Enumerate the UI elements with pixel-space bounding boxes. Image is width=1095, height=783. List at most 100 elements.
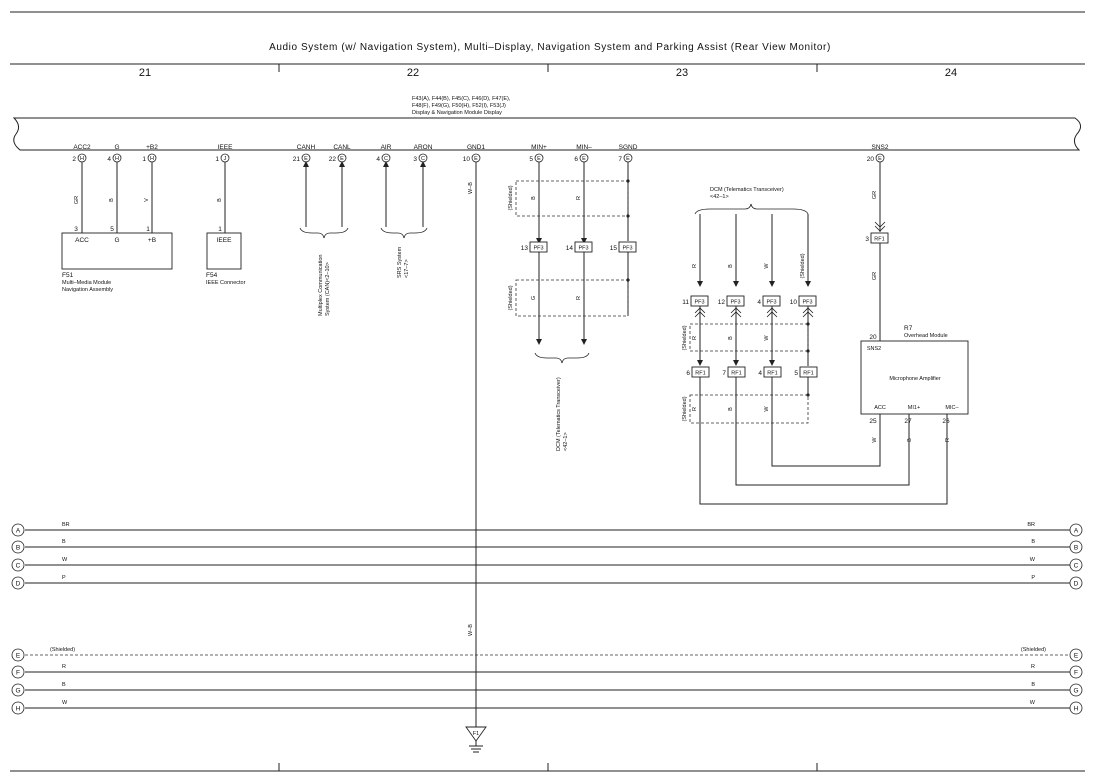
- arrow-pair: [730, 307, 742, 318]
- connector-letter: C: [421, 156, 425, 162]
- wire-color: (Shielded): [800, 253, 806, 278]
- bus-wire-color: R: [62, 664, 66, 670]
- pin-name: G: [114, 237, 119, 244]
- pin-name: SNS2: [872, 144, 889, 151]
- component-id: F51: [62, 272, 74, 279]
- bus-letter: F: [16, 670, 20, 677]
- column-number: 22: [407, 67, 419, 79]
- dcm-wire-columns: [697, 214, 811, 287]
- pin-name: MIN–: [576, 144, 592, 151]
- pin-number: 20: [867, 156, 875, 163]
- pin-number: 26: [942, 418, 950, 425]
- shield-label: (Shielded): [682, 396, 688, 421]
- splice-point: [626, 179, 630, 183]
- bus-wire-color: B: [62, 682, 66, 688]
- bus-wire-color: P: [62, 575, 66, 581]
- wire-color: B: [728, 407, 734, 411]
- pin-number: 13: [521, 245, 529, 252]
- column-number: 21: [139, 67, 151, 79]
- bus-letter: B: [16, 545, 20, 552]
- connector-letter: E: [878, 156, 882, 162]
- bus-terminal-circle: [11, 683, 25, 697]
- pin-number: 27: [904, 418, 912, 425]
- connector-letter: E: [474, 156, 478, 162]
- bus-terminal-circle: [11, 665, 25, 679]
- pin-number: 3: [865, 236, 869, 243]
- wire-color: B: [728, 336, 734, 340]
- dcm-bracket: [694, 203, 809, 215]
- component-name: IEEE Connector: [206, 280, 246, 286]
- wire-color: R: [692, 407, 698, 411]
- bus-letter: C: [16, 563, 21, 570]
- connector-letter: H: [80, 156, 84, 162]
- bus-terminal-circle: [1069, 683, 1083, 697]
- bus-wire-color: R: [1031, 664, 1035, 670]
- pin-name: CANL: [333, 144, 351, 151]
- junction-id: RF1: [803, 371, 813, 377]
- bus-wire-color: (Shielded): [50, 647, 75, 653]
- bus-wire-color: B: [62, 539, 66, 545]
- reference-label: System (CAN)<2–10>: [325, 262, 331, 316]
- column-number: 23: [676, 67, 688, 79]
- wire-color: B: [109, 198, 115, 202]
- connector-letter: E: [582, 156, 586, 162]
- pin-number: 11: [682, 299, 689, 306]
- arrow-pair: [766, 307, 778, 318]
- pin-number: 7: [618, 156, 622, 163]
- component-name: Overhead Module: [904, 333, 948, 339]
- pin-name: SGND: [619, 144, 638, 151]
- connector-letter: E: [626, 156, 630, 162]
- component-name: Navigation Assembly: [62, 287, 113, 293]
- pin-number: 21: [293, 156, 301, 163]
- junction-id: PF3: [730, 300, 740, 306]
- ground-label: F1: [473, 731, 479, 737]
- component-id: R7: [904, 325, 913, 332]
- pin-name: MIN+: [531, 144, 547, 151]
- shield-label: (Shielded): [682, 325, 688, 350]
- wire-color: B: [217, 198, 223, 202]
- bus-terminal-circle: [1069, 665, 1083, 679]
- bus-letter: D: [16, 581, 21, 588]
- wire-color: W–B: [468, 182, 474, 194]
- reference-label: DCM (Telematics Transceiver): [556, 377, 562, 451]
- bus-letter: E: [1074, 653, 1079, 660]
- pin-terminals: 2 H 4 H 1 H 1 J 21 E 22 E 4 C 3 C 10 E 5…: [72, 153, 885, 163]
- pin-name: +B2: [146, 144, 158, 151]
- wire-color: GR: [872, 272, 878, 280]
- bus-terminal-circle: [1069, 523, 1083, 537]
- wire-color: R: [692, 264, 698, 268]
- pin-number: 4: [107, 156, 111, 163]
- pin-name: ARON: [414, 144, 433, 151]
- bus-letter: D: [1074, 581, 1079, 588]
- pin-number: 1: [218, 226, 222, 233]
- bus-wire-color: (Shielded): [1021, 647, 1046, 653]
- module-function: Microphone Amplifier: [889, 376, 941, 382]
- module-connectors: F43(A), F44(B), F45(C), F46(D), F47(E),: [412, 96, 511, 102]
- pin-number: 5: [529, 156, 533, 163]
- wire-color: R: [692, 336, 698, 340]
- bus-wire-color: W: [62, 557, 68, 563]
- bus-terminal-circle: [11, 558, 25, 572]
- junction-id: PF3: [622, 246, 632, 252]
- bus-terminal-circle: [11, 540, 25, 554]
- junction-id: PF3: [802, 300, 812, 306]
- connector-letter: J: [224, 156, 227, 162]
- f54-connector-box: [206, 232, 242, 270]
- pin-name: ACC: [75, 237, 89, 244]
- reference-label: Multiplex Communication: [318, 255, 324, 316]
- bus-letter: G: [1073, 688, 1078, 695]
- pin-number: 3: [74, 226, 78, 233]
- connector-letter: E: [537, 156, 541, 162]
- wire-color: GR: [74, 196, 80, 204]
- pin-name: ACC: [874, 405, 886, 411]
- can-bracket: [299, 227, 349, 239]
- pin-number: 20: [869, 334, 877, 341]
- shield-label: (Shielded): [508, 285, 514, 310]
- junction-id: PF3: [766, 300, 776, 306]
- pin-number: 10: [790, 299, 798, 306]
- arrow-pair: [874, 221, 886, 232]
- pin-number: 4: [757, 299, 761, 306]
- bus-wire-color: W: [1030, 557, 1036, 563]
- junction-id: RF1: [767, 371, 777, 377]
- shield-box: [515, 279, 629, 317]
